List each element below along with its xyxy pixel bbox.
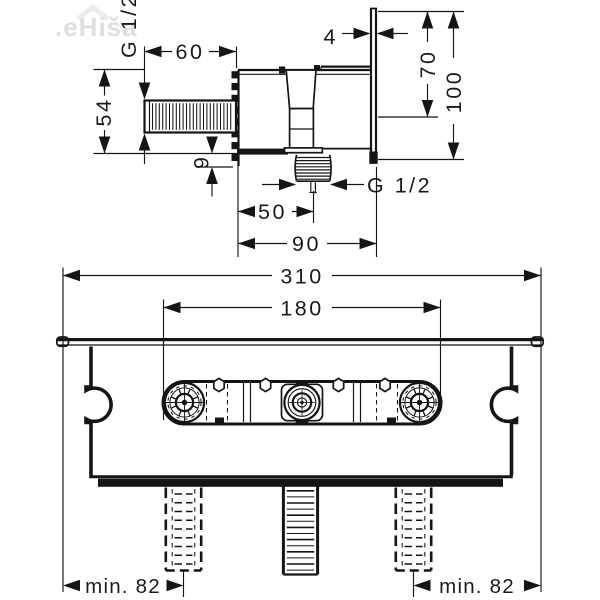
central-cartridge — [280, 380, 324, 425]
dim-body-to-outlet: 50 — [258, 200, 287, 224]
watermark: .eHiša — [55, 3, 138, 42]
left-connection-knob — [163, 381, 206, 424]
front-view-dimensions-bottom: min. 82 min. 82 — [63, 571, 541, 598]
dim-plate-height: 100 — [442, 70, 466, 113]
right-pipe-hidden — [394, 487, 433, 572]
center-pipe — [281, 486, 320, 576]
wall-plate — [369, 7, 378, 164]
side-view: G 1/2 60 54 9 — [92, 0, 466, 257]
dim-min-right: min. 82 — [439, 575, 515, 598]
left-pipe-hidden — [164, 487, 203, 572]
dim-body-depth: 90 — [292, 232, 321, 256]
dim-pipe-length: 60 — [176, 40, 205, 64]
supply-pipe — [143, 99, 238, 134]
front-view: 310 180 — [55, 265, 545, 598]
right-connection-knob — [398, 381, 441, 424]
dim-inlet-thread: G 1/2 — [117, 0, 141, 58]
dim-plate-top-to-outlet: 70 — [416, 50, 440, 79]
dim-total-width: 310 — [280, 265, 323, 289]
dim-bottom-offset: 9 — [190, 155, 214, 169]
dim-outlet-thread: G 1/2 — [367, 174, 432, 198]
outlet-thread — [294, 154, 332, 194]
dim-body-height: 54 — [92, 98, 116, 127]
dim-body-width: 180 — [280, 297, 323, 321]
dim-min-left: min. 82 — [85, 575, 161, 598]
mounting-rail — [55, 336, 545, 348]
side-view-dimensions: G 1/2 60 54 9 — [92, 0, 466, 257]
front-view-dimensions-top: 310 180 — [62, 265, 542, 592]
watermark-text: .eHiša — [55, 12, 138, 42]
dim-plate-thickness: 4 — [324, 25, 338, 49]
valve-body — [237, 65, 371, 166]
function-block — [161, 377, 443, 426]
housing-box — [84, 346, 519, 487]
